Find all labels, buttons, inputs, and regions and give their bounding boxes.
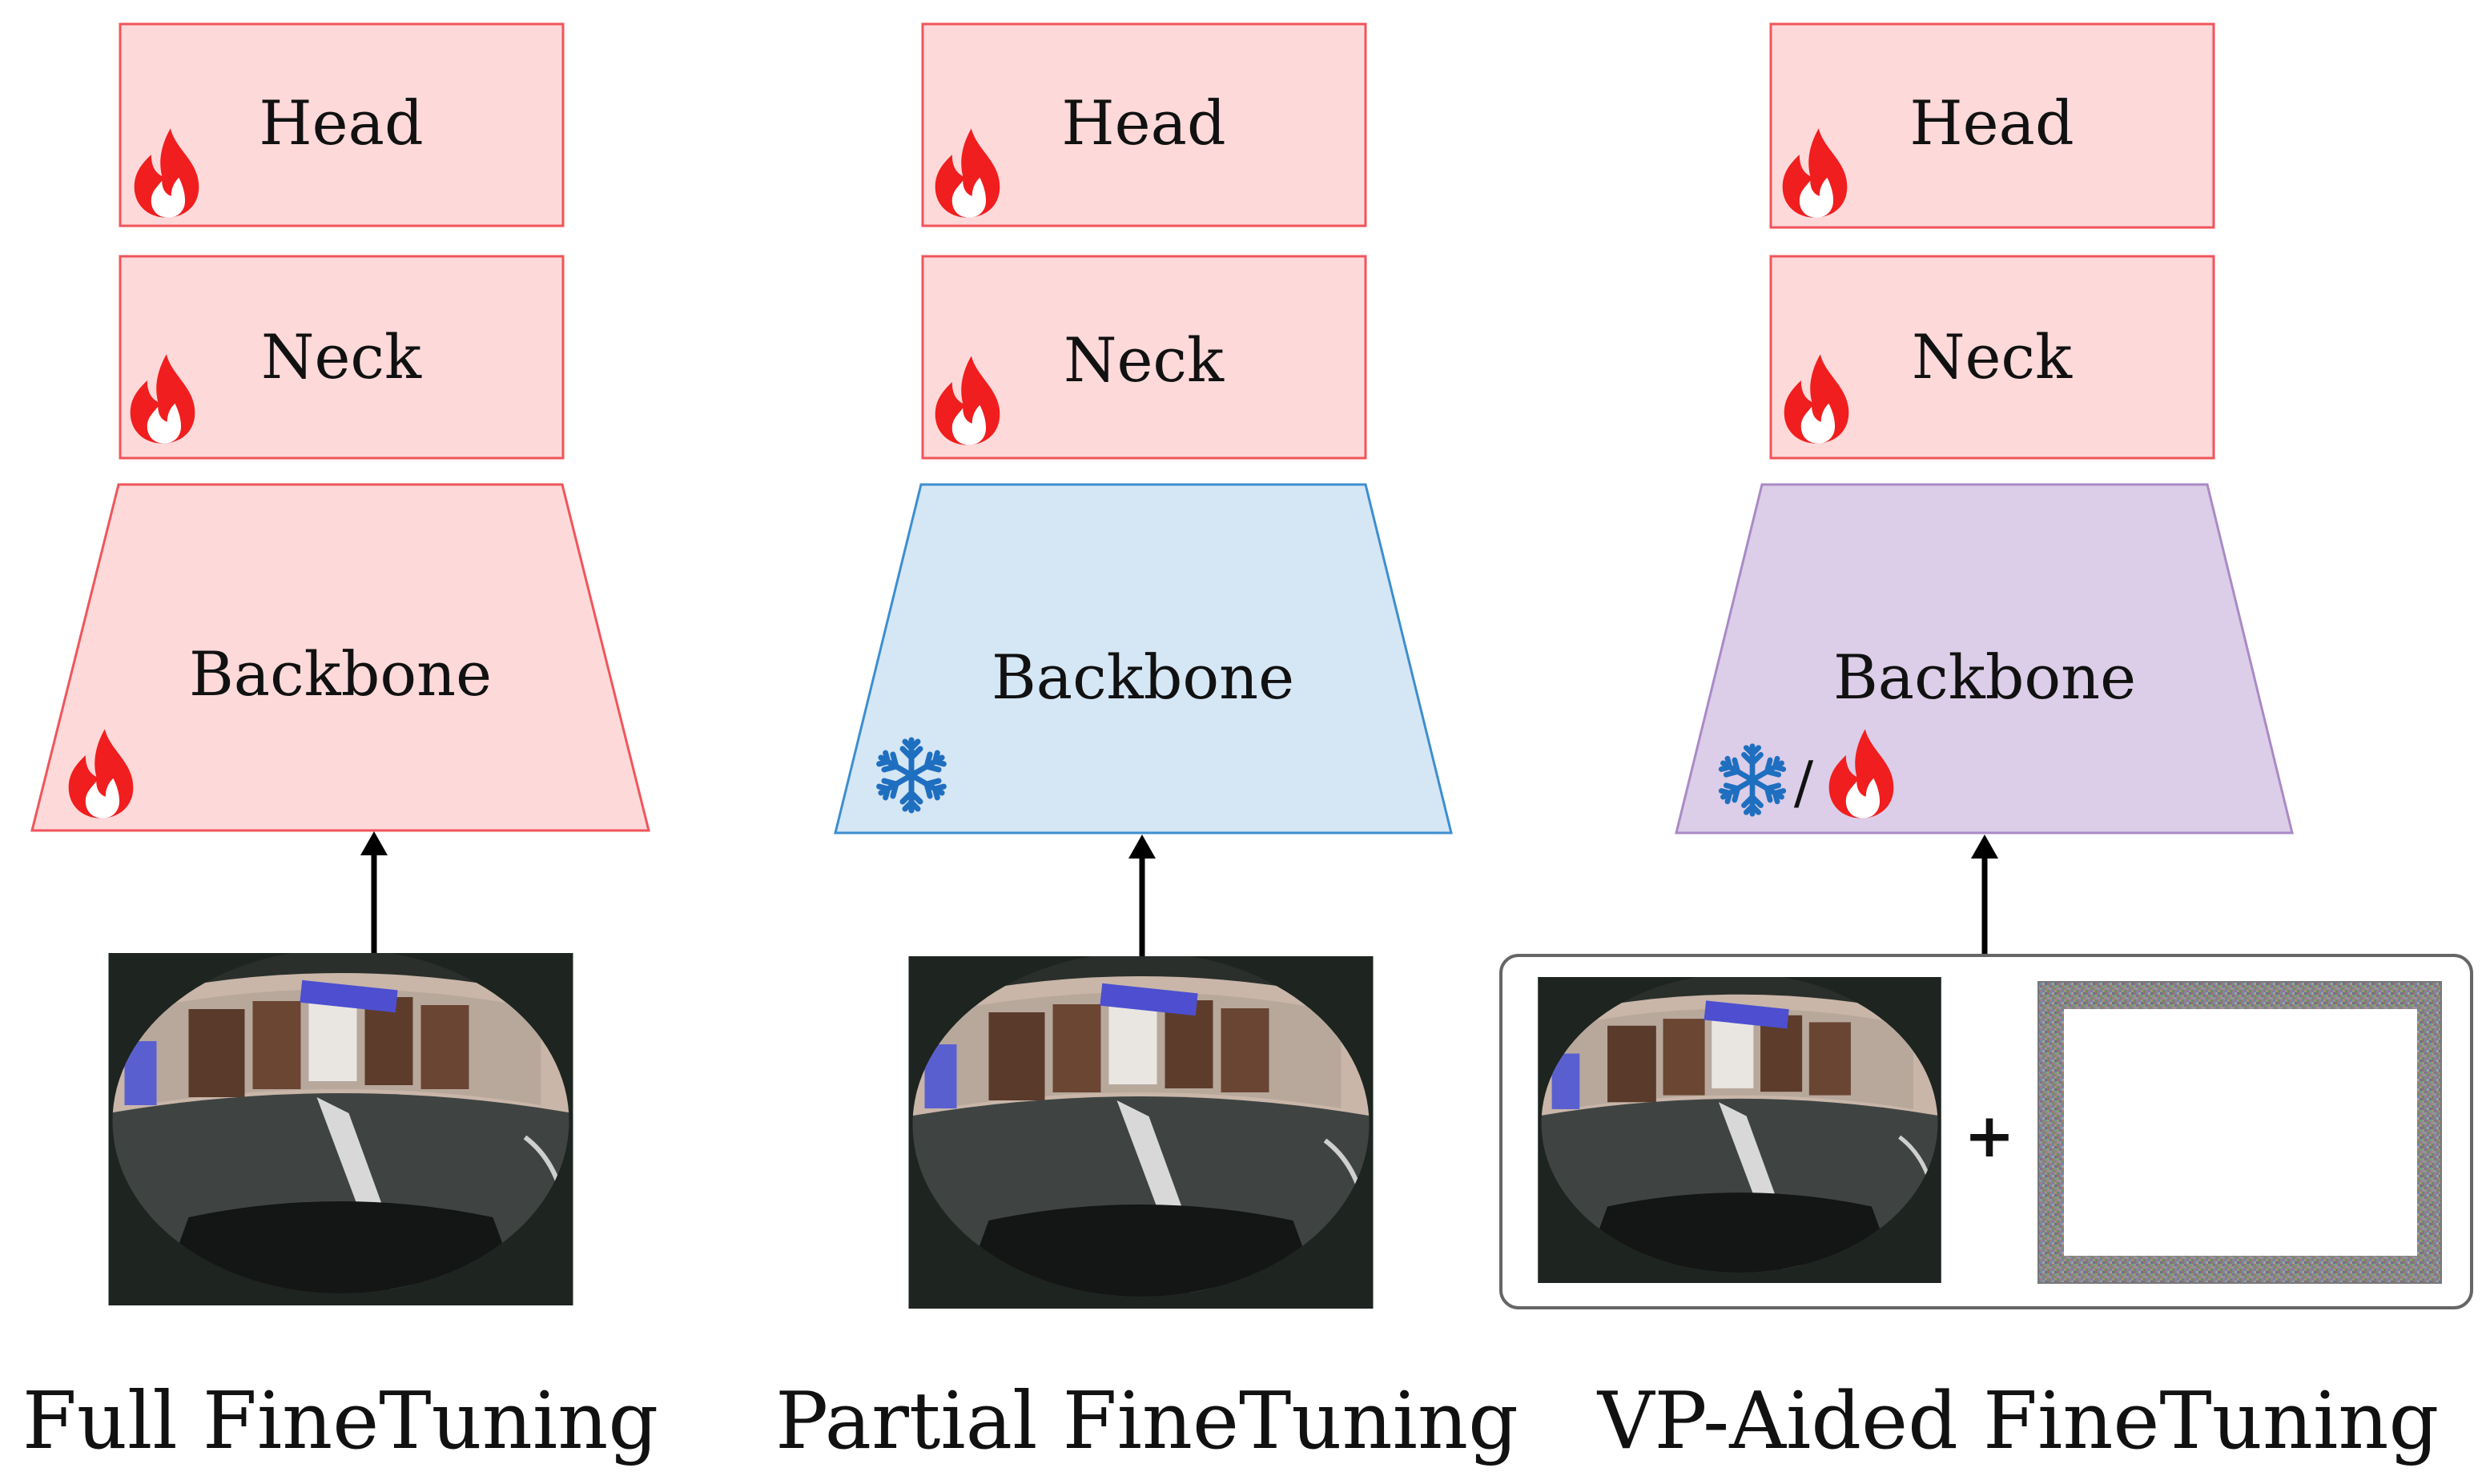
backbone-label: Backbone (992, 641, 1294, 713)
input-image (909, 956, 1374, 1309)
neck-label: Neck (261, 321, 422, 392)
visual-prompt-frame (2037, 981, 2442, 1284)
head-label: Head (259, 87, 423, 159)
backbone-block (30, 483, 650, 832)
input-image (1538, 977, 1941, 1283)
column-full-finetuning: Head Neck Backbone Full FineTuning (22, 22, 658, 1467)
input-arrow-head (1971, 834, 1998, 859)
column-caption: Partial FineTuning (775, 1376, 1519, 1467)
state-separator: / (1794, 749, 1814, 816)
backbone-block (1675, 483, 2294, 834)
input-arrow-head (1128, 834, 1156, 859)
column-caption: VP-Aided FineTuning (1597, 1376, 2439, 1467)
neck-label: Neck (1912, 321, 2073, 392)
input-arrow-head (360, 831, 388, 855)
column-partial-finetuning: Head Neck Backbone Partial FineTuning (775, 22, 1519, 1467)
column-caption: Full FineTuning (22, 1376, 658, 1467)
backbone-label: Backbone (189, 638, 492, 710)
input-image (109, 953, 573, 1305)
column-vp-aided-finetuning: Head Neck Backbone / + VP-Aided FineTuni… (1499, 22, 2473, 1467)
neck-label: Neck (1064, 324, 1225, 396)
neck-block (119, 255, 565, 460)
head-label: Head (1909, 87, 2074, 159)
plus-sign: + (1964, 1100, 2015, 1171)
backbone-label: Backbone (1833, 641, 2136, 713)
backbone-block (834, 483, 1453, 834)
head-label: Head (1061, 87, 1225, 159)
